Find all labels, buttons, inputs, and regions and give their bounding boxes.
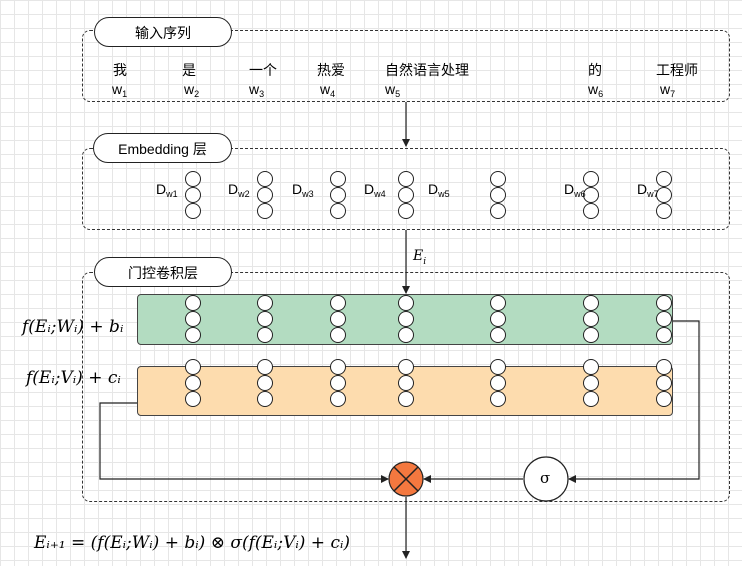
bottom-band-neuron-5-unit-1	[490, 359, 506, 375]
top-band-neuron-7-unit-1	[656, 295, 672, 311]
bottom-band-neuron-7-unit-2	[656, 375, 672, 391]
multiply-node	[388, 461, 424, 497]
embedding-neuron-2-unit-3	[257, 203, 273, 219]
word-7: 工程师	[656, 62, 698, 78]
embedding-neuron-3-unit-3	[330, 203, 346, 219]
word-6: 的	[588, 62, 602, 78]
output-formula: Eᵢ₊₁ = (f(Eᵢ;Wᵢ) + bᵢ) ⊗ σ(f(Eᵢ;Vᵢ) + cᵢ…	[34, 533, 351, 553]
bottom-band-neuron-3-unit-3	[330, 391, 346, 407]
bottom-band-neuron-6-unit-1	[583, 359, 599, 375]
embedding-neuron-6-unit-1	[583, 171, 599, 187]
word-label-3: w3	[249, 81, 265, 99]
embedding-label-1: Dw1	[156, 181, 178, 199]
top-band-neuron-3-unit-2	[330, 311, 346, 327]
top-band-neuron-4-unit-3	[398, 327, 414, 343]
embedding-neuron-7-unit-3	[656, 203, 672, 219]
word-label-7: w7	[660, 81, 676, 99]
embedding-neuron-5-unit-2	[490, 187, 506, 203]
embedding-neuron-3-unit-2	[330, 187, 346, 203]
word-4: 热爱	[317, 62, 345, 78]
embedding-neuron-1-unit-2	[185, 187, 201, 203]
top-band-neuron-5-unit-1	[490, 295, 506, 311]
embedding-label-4: Dw4	[364, 181, 386, 199]
top-band-neuron-1-unit-1	[185, 295, 201, 311]
top-band-neuron-1-unit-3	[185, 327, 201, 343]
top-band-neuron-1-unit-2	[185, 311, 201, 327]
embedding-title: Embedding 层	[93, 133, 232, 163]
bottom-band-neuron-7-unit-3	[656, 391, 672, 407]
embedding-label-5: Dw5	[428, 181, 450, 199]
bottom-band-neuron-1-unit-3	[185, 391, 201, 407]
sigma-node	[523, 456, 569, 502]
embedding-neuron-2-unit-2	[257, 187, 273, 203]
word-label-6: w6	[588, 81, 604, 99]
word-2: 是	[182, 62, 196, 78]
bottom-band-neuron-4-unit-2	[398, 375, 414, 391]
bottom-band-neuron-2-unit-3	[257, 391, 273, 407]
top-band-neuron-7-unit-3	[656, 327, 672, 343]
embedding-neuron-2-unit-1	[257, 171, 273, 187]
embedding-neuron-1-unit-1	[185, 171, 201, 187]
word-1: 我	[113, 62, 127, 78]
bottom-band-neuron-6-unit-3	[583, 391, 599, 407]
word-label-2: w2	[184, 81, 200, 99]
bottom-band-neuron-4-unit-3	[398, 391, 414, 407]
embedding-label-2: Dw2	[228, 181, 250, 199]
embedding-neuron-3-unit-1	[330, 171, 346, 187]
word-label-1: w1	[112, 81, 128, 99]
top-band-neuron-6-unit-3	[583, 327, 599, 343]
word-3: 一个	[249, 62, 277, 78]
top-band-neuron-5-unit-2	[490, 311, 506, 327]
bottom-band-formula: f(Eᵢ;Vᵢ) + cᵢ	[26, 368, 121, 388]
embedding-neuron-6-unit-3	[583, 203, 599, 219]
bottom-band-neuron-6-unit-2	[583, 375, 599, 391]
input-sequence-frame	[82, 30, 730, 102]
word-label-4: w4	[320, 81, 336, 99]
bottom-band-neuron-4-unit-1	[398, 359, 414, 375]
word-label-5: w5	[385, 81, 401, 99]
bottom-band-neuron-1-unit-2	[185, 375, 201, 391]
bottom-band-neuron-7-unit-1	[656, 359, 672, 375]
embedding-neuron-4-unit-1	[398, 171, 414, 187]
bottom-band-neuron-5-unit-3	[490, 391, 506, 407]
bottom-band-neuron-1-unit-1	[185, 359, 201, 375]
top-band-neuron-6-unit-2	[583, 311, 599, 327]
bottom-band-neuron-3-unit-1	[330, 359, 346, 375]
input-sequence-title: 输入序列	[94, 17, 232, 47]
top-band-neuron-2-unit-3	[257, 327, 273, 343]
embedding-label-6: Dw6	[564, 181, 586, 199]
embedding-neuron-5-unit-3	[490, 203, 506, 219]
bottom-band-to-multiply-line	[99, 402, 389, 483]
embedding-label-3: Dw3	[292, 181, 314, 199]
top-band-neuron-4-unit-2	[398, 311, 414, 327]
embedding-frame	[82, 148, 730, 230]
top-band-neuron-5-unit-3	[490, 327, 506, 343]
top-band-neuron-6-unit-1	[583, 295, 599, 311]
top-band-neuron-3-unit-1	[330, 295, 346, 311]
word-5: 自然语言处理	[385, 62, 469, 78]
top-band-neuron-4-unit-1	[398, 295, 414, 311]
embedding-neuron-6-unit-2	[583, 187, 599, 203]
embedding-neuron-7-unit-2	[656, 187, 672, 203]
embedding-neuron-4-unit-3	[398, 203, 414, 219]
gated-conv-title: 门控卷积层	[94, 257, 232, 287]
top-band-formula: f(Eᵢ;Wᵢ) + bᵢ	[22, 317, 124, 337]
top-band-neuron-7-unit-2	[656, 311, 672, 327]
edge-label-ei: Ei	[413, 248, 427, 267]
embedding-neuron-5-unit-1	[490, 171, 506, 187]
bottom-band-neuron-3-unit-2	[330, 375, 346, 391]
bottom-band-neuron-2-unit-2	[257, 375, 273, 391]
top-band-neuron-3-unit-3	[330, 327, 346, 343]
top-band-to-sigma-line	[568, 320, 700, 483]
embedding-neuron-1-unit-3	[185, 203, 201, 219]
sigma-label: σ	[540, 469, 551, 487]
bottom-band-neuron-2-unit-1	[257, 359, 273, 375]
embedding-neuron-7-unit-1	[656, 171, 672, 187]
embedding-label-7: Dw7	[637, 181, 659, 199]
bottom-band-neuron-5-unit-2	[490, 375, 506, 391]
top-band-neuron-2-unit-1	[257, 295, 273, 311]
embedding-neuron-4-unit-2	[398, 187, 414, 203]
top-band-neuron-2-unit-2	[257, 311, 273, 327]
